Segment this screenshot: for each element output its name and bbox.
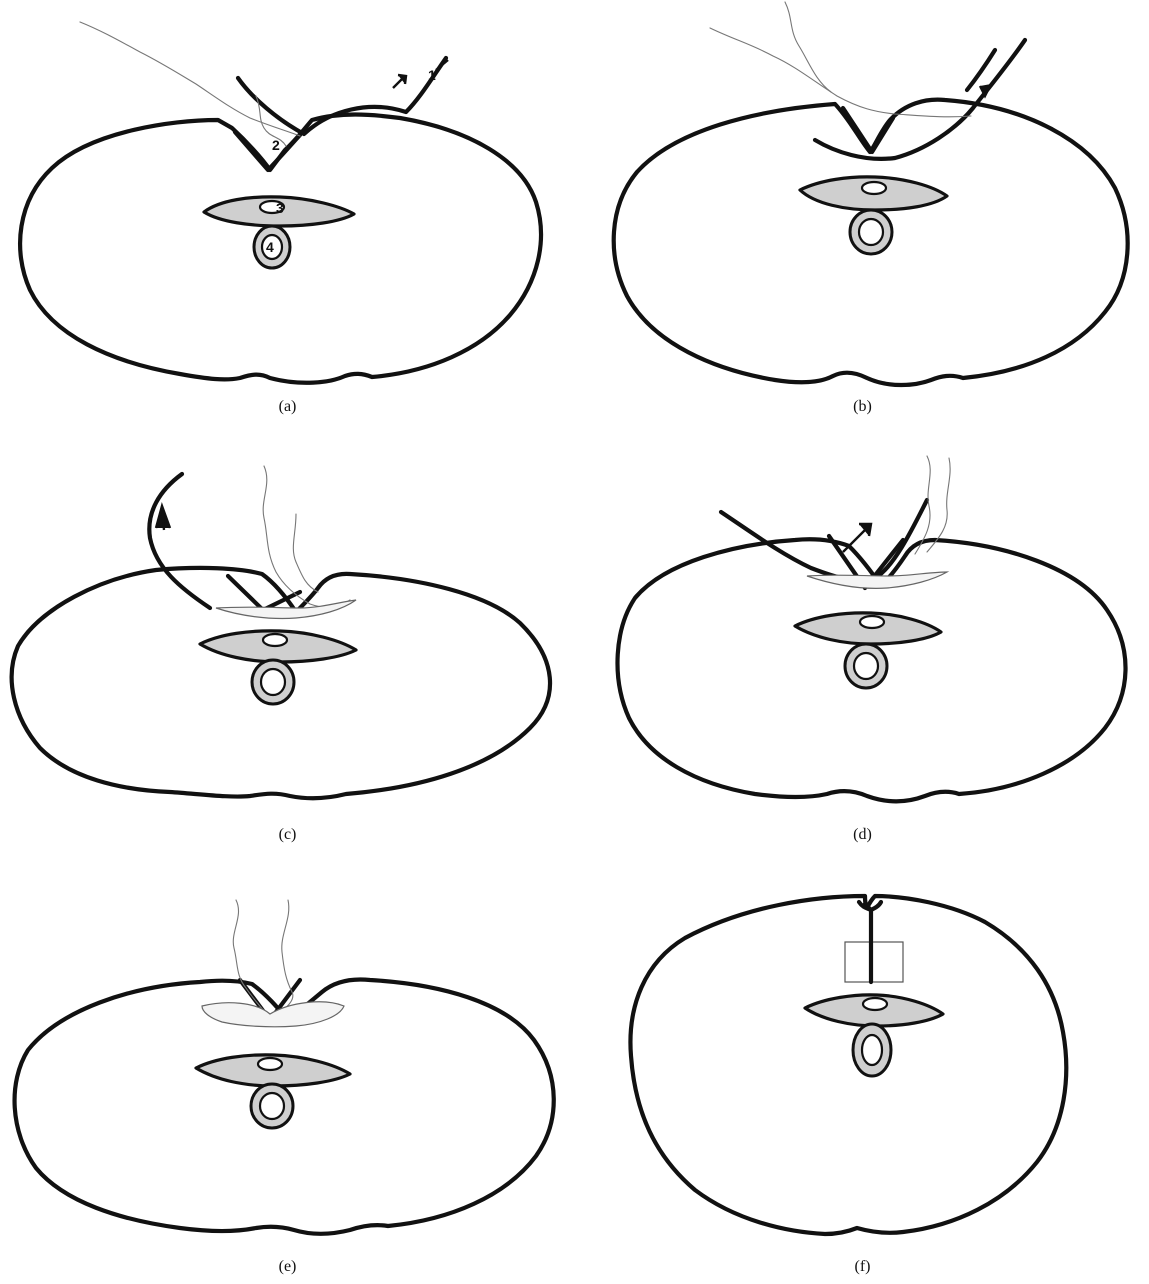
caption-d: (d) [575,826,1149,844]
spinal-canal [860,616,884,628]
thread-wavy [710,28,971,117]
caption-b: (b) [575,398,1149,416]
vertebral-body-inner [261,669,285,695]
thread-wavy-2 [293,514,318,592]
panel-e: (e) [0,856,575,1284]
spinal-canal [263,634,287,646]
diagram-a: 1 2 3 4 [0,0,575,428]
spinal-canal [863,998,887,1010]
vertebral-body-inner [854,653,878,679]
spinal-canal [862,182,886,194]
caption-e: (e) [0,1258,575,1276]
graft-patch [845,942,903,982]
vertebral-body-inner [859,219,883,245]
panel-f: (f) [575,856,1149,1284]
panel-c: (c) [0,428,575,856]
flap [216,600,356,619]
caption-f: (f) [575,1258,1149,1276]
label-3: 3 [276,200,284,216]
caption-a: (a) [0,398,575,416]
diagram-f [575,856,1149,1284]
thread-wavy [80,22,300,136]
diagram-b [575,0,1149,428]
label-2: 2 [272,137,280,153]
suture-thread [149,474,210,608]
thread-wavy [233,900,268,1016]
thread-wavy-2 [785,2,831,92]
arrow-up [156,506,170,530]
arrow-diag [843,524,871,552]
caption-c: (c) [0,826,575,844]
suture-thread [815,40,1025,159]
diagram-c [0,428,575,856]
spinal-canal [258,1058,282,1070]
diagram-e [0,856,575,1284]
vertebral-body-inner [260,1093,284,1119]
label-1: 1 [428,67,436,83]
arrow-1 [393,75,406,88]
diagram-d [575,428,1149,856]
vertebral-body-inner [862,1035,882,1065]
fissure-v [843,108,893,152]
label-4: 4 [266,239,274,255]
panel-a: 1 2 3 4 (a) [0,0,575,428]
panel-d: (d) [575,428,1149,856]
panel-b: (b) [575,0,1149,428]
